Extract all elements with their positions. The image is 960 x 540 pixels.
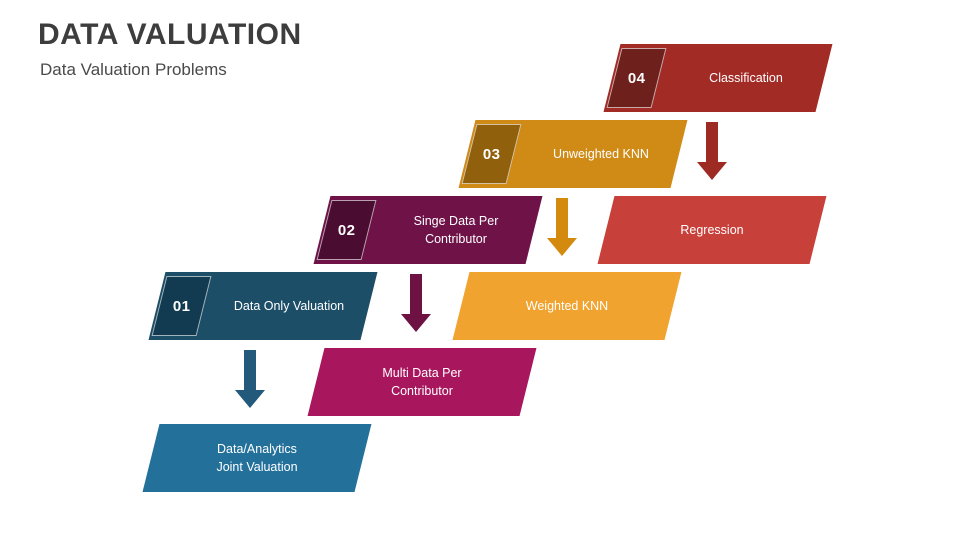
child-band-weighted-knn-shape [452, 272, 682, 340]
child-band-multi-data[interactable]: Multi Data Per Contributor [307, 348, 537, 416]
page-title: DATA VALUATION [38, 18, 302, 51]
level-arrow-03 [546, 198, 578, 258]
child-band-weighted-knn[interactable]: Weighted KNN [452, 272, 682, 340]
level-badge-01-number: 01 [172, 297, 191, 315]
child-band-regression-shape [597, 196, 827, 264]
level-arrow-04 [696, 122, 728, 182]
level-badge-03-number: 03 [482, 145, 501, 163]
level-arrow-02 [400, 274, 432, 334]
level-badge-04-number: 04 [627, 69, 646, 87]
level-arrow-01 [234, 350, 266, 410]
child-band-regression[interactable]: Regression [597, 196, 827, 264]
child-band-joint-valuation[interactable]: Data/Analytics Joint Valuation [142, 424, 372, 492]
child-band-multi-data-shape [307, 348, 537, 416]
child-band-joint-valuation-shape [142, 424, 372, 492]
level-badge-02-number: 02 [337, 221, 356, 239]
page-subtitle: Data Valuation Problems [40, 60, 227, 79]
